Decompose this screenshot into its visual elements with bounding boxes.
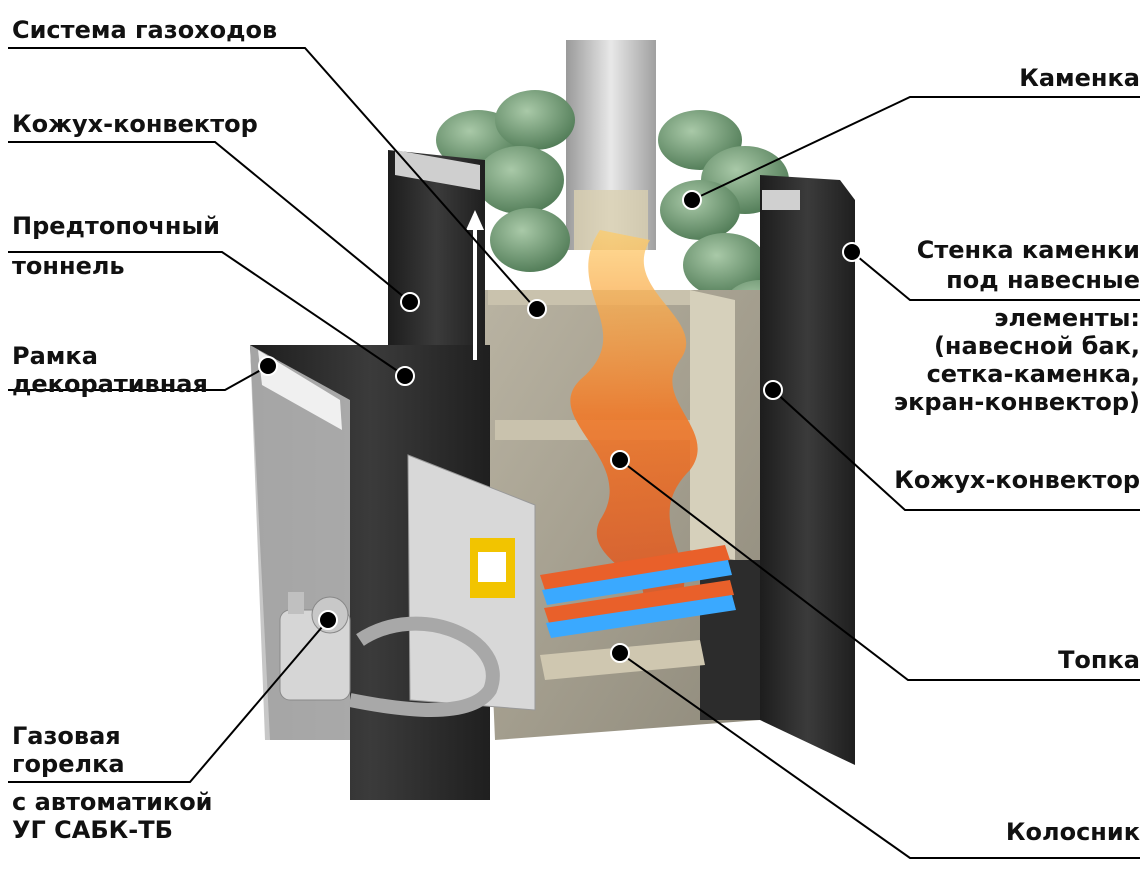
label-frame-line2: декоративная (12, 370, 208, 398)
label-burner-line4: УГ САБК-ТБ (12, 816, 173, 844)
dot-flue-system (527, 299, 547, 319)
label-casing-convector-left: Кожух-конвектор (12, 110, 258, 138)
dot-firebox (610, 450, 630, 470)
gas-burner-assembly (279, 592, 500, 717)
chimney-pipe (566, 40, 656, 250)
frame-highlight (258, 350, 342, 430)
label-frame-line1: Рамка (12, 342, 98, 370)
leader-prefire-tunnel (8, 251, 406, 377)
label-wall-line6: экран-конвектор) (893, 388, 1140, 416)
dot-frame (258, 356, 278, 376)
casing-vent-top (395, 150, 480, 190)
gas-valve-nozzle (288, 592, 304, 614)
callout-dots (258, 190, 862, 663)
dot-grate (610, 643, 630, 663)
leader-grate (619, 652, 1140, 859)
label-burner-line2: горелка (12, 750, 125, 778)
dot-heater-stones (682, 190, 702, 210)
label-burner-line3: с автоматикой (12, 788, 213, 816)
door-label-window (478, 552, 506, 582)
label-wall-line4: (навесной бак, (933, 332, 1140, 360)
label-flue-system: Система газоходов (12, 16, 278, 44)
airflow-arrows (466, 210, 484, 360)
label-prefire-tunnel-line1: Предтопочный (12, 212, 220, 240)
flames (570, 230, 698, 600)
leader-lines (8, 47, 1140, 859)
inner-side-panel (690, 290, 735, 560)
dot-prefire-tunnel (395, 366, 415, 386)
gas-hose (348, 616, 500, 717)
label-wall-line2: под навесные (946, 266, 1140, 294)
leader-flue-system (8, 47, 536, 309)
burner-flame-row (546, 595, 736, 638)
leader-heater-stones (691, 96, 1140, 201)
leader-frame (8, 365, 269, 391)
label-prefire-tunnel-line2: тоннель (12, 252, 125, 280)
burner-tubes (540, 545, 736, 680)
leader-casing-left (8, 141, 411, 303)
label-heater-stones: Каменка (1019, 64, 1140, 92)
casing-left-upper (388, 150, 485, 400)
stone (683, 233, 767, 297)
burner-flame-row (540, 545, 730, 590)
label-firebox: Топка (1058, 646, 1140, 674)
label-wall-line3: элементы: (994, 304, 1140, 332)
dot-burner (318, 610, 338, 630)
label-wall-line1: Стенка каменки (916, 236, 1140, 264)
stone (490, 208, 570, 272)
flame-column (570, 230, 698, 600)
stone (495, 90, 575, 150)
leader-wall (851, 251, 1140, 301)
label-grate: Колосник (1005, 818, 1140, 846)
casing-right-top (762, 190, 800, 210)
label-wall-line5: сетка-каменка, (926, 360, 1140, 388)
burner-flame-row (542, 560, 732, 605)
stone (476, 146, 564, 214)
arrow-head (466, 210, 484, 230)
leader-burner (8, 619, 329, 783)
stone (660, 180, 740, 240)
burner-flame-row (544, 580, 734, 623)
dot-wall (842, 242, 862, 262)
dot-casing-left (400, 292, 420, 312)
leader-firebox (619, 459, 1140, 681)
casing-right (760, 175, 855, 765)
label-casing-convector-right: Кожух-конвектор (894, 466, 1140, 494)
leader-casing-right (772, 389, 1140, 511)
dot-casing-right (763, 380, 783, 400)
label-burner-line1: Газовая (12, 722, 121, 750)
